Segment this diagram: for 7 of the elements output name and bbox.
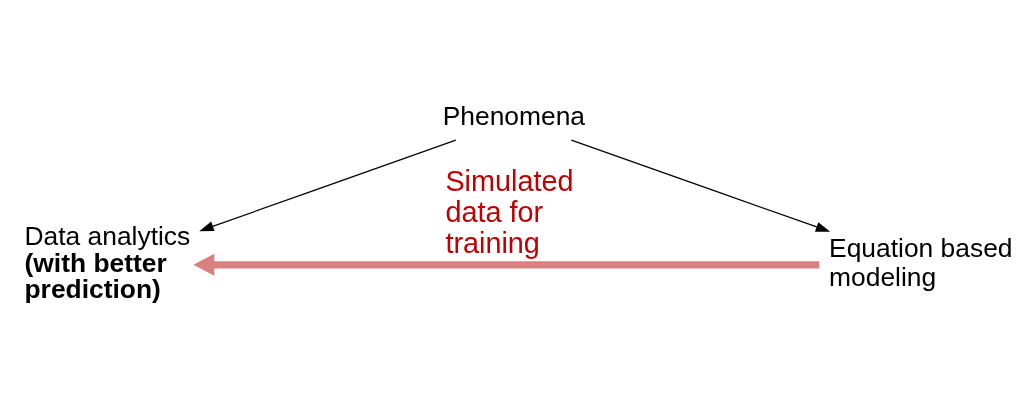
arrow: [199, 139, 457, 231]
edge-label: Simulated data for training: [445, 164, 574, 259]
node-text: Equation based modeling: [829, 232, 1013, 292]
arrow: [570, 139, 831, 232]
node-text: Phenomena: [442, 100, 586, 131]
arrow: [193, 253, 820, 276]
node-text: Data analytics (with better prediction): [24, 220, 191, 304]
